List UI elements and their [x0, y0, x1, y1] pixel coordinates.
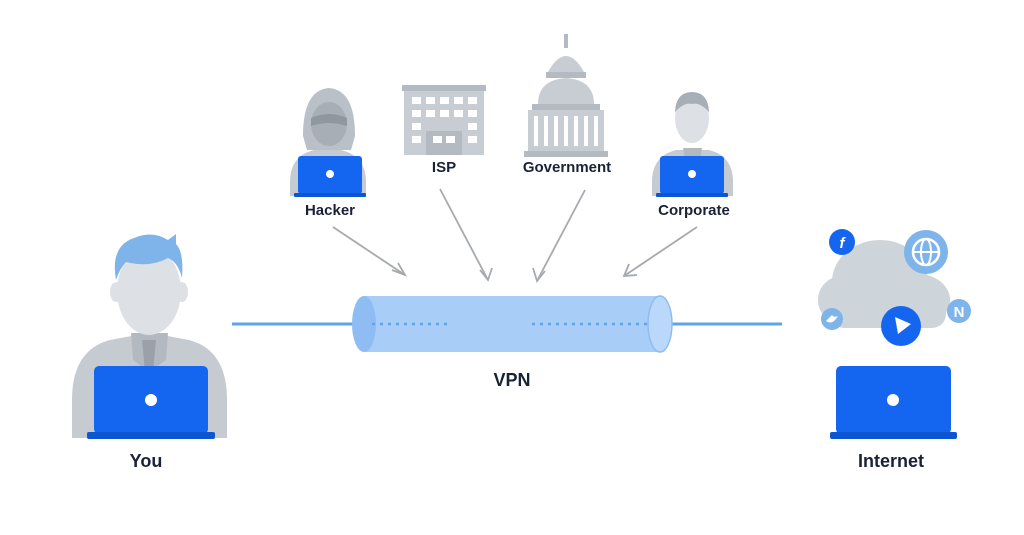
vpn-tunnel: [352, 295, 673, 353]
arrow-from-corporate: [622, 226, 698, 278]
cloud-with-laptop-icon: f N: [818, 229, 971, 439]
person-with-laptop-icon: [72, 234, 227, 439]
you-label: You: [129, 451, 163, 471]
svg-text:f: f: [840, 235, 847, 252]
businessman-icon: [652, 92, 733, 197]
facebook-icon: f: [829, 229, 855, 255]
hacker-label: Hacker: [304, 202, 356, 219]
arrow-from-isp: [439, 188, 493, 282]
svg-text:N: N: [954, 304, 965, 321]
arrow-from-government: [532, 189, 586, 283]
office-building-icon: [402, 85, 486, 155]
globe-icon: [904, 230, 948, 274]
play-icon: [881, 306, 921, 346]
arrow-from-hacker: [332, 226, 408, 277]
capitol-building-icon: [524, 34, 608, 157]
internet-label: Internet: [857, 451, 925, 471]
isp-label: ISP: [431, 159, 457, 176]
government-label: Government: [522, 159, 612, 176]
vpn-label: VPN: [493, 370, 531, 390]
netflix-icon: N: [947, 299, 971, 323]
corporate-label: Corporate: [658, 202, 730, 219]
twitter-icon: [821, 308, 843, 330]
hooded-hacker-icon: [290, 88, 366, 197]
